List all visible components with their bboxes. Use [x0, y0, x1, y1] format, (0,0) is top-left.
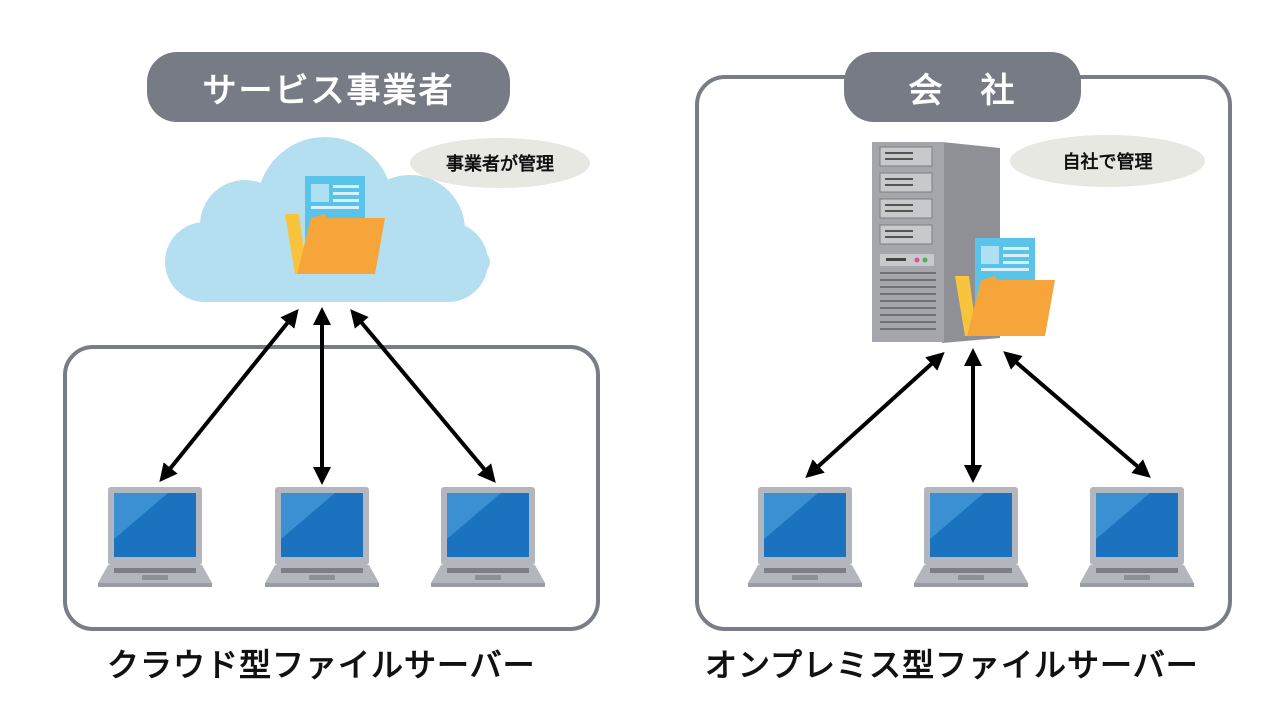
onprem-file-server-caption: オンプレミス型ファイルサーバー [705, 646, 1199, 684]
company-header-label: 会 社 [908, 70, 1017, 111]
service-provider-header: サービス事業者 [147, 52, 510, 122]
managed-in-house-bubble: 自社で管理 [1010, 135, 1205, 187]
laptop-icon-onprem-1 [748, 487, 862, 587]
company-header: 会 社 [844, 52, 1081, 122]
laptop-icon-onprem-2 [914, 487, 1028, 587]
managed-by-provider-bubble: 事業者が管理 [410, 138, 590, 188]
managed-by-provider-label: 事業者が管理 [446, 154, 554, 175]
laptop-icon-cloud-3 [431, 487, 545, 587]
managed-in-house-label: 自社で管理 [1062, 152, 1153, 173]
service-provider-header-label: サービス事業者 [202, 70, 455, 111]
client-network-frame-cloud [63, 345, 600, 631]
arrow-server-laptop-1 [805, 351, 945, 479]
laptop-icon-onprem-3 [1080, 487, 1194, 587]
arrow-cloud-laptop-3 [350, 309, 496, 483]
cloud-file-server-caption: クラウド型ファイルサーバー [107, 646, 536, 684]
laptop-icon-cloud-1 [98, 487, 212, 587]
laptop-icon-cloud-2 [265, 487, 379, 587]
arrow-server-laptop-3 [1003, 351, 1151, 478]
arrow-cloud-laptop-1 [159, 308, 299, 483]
